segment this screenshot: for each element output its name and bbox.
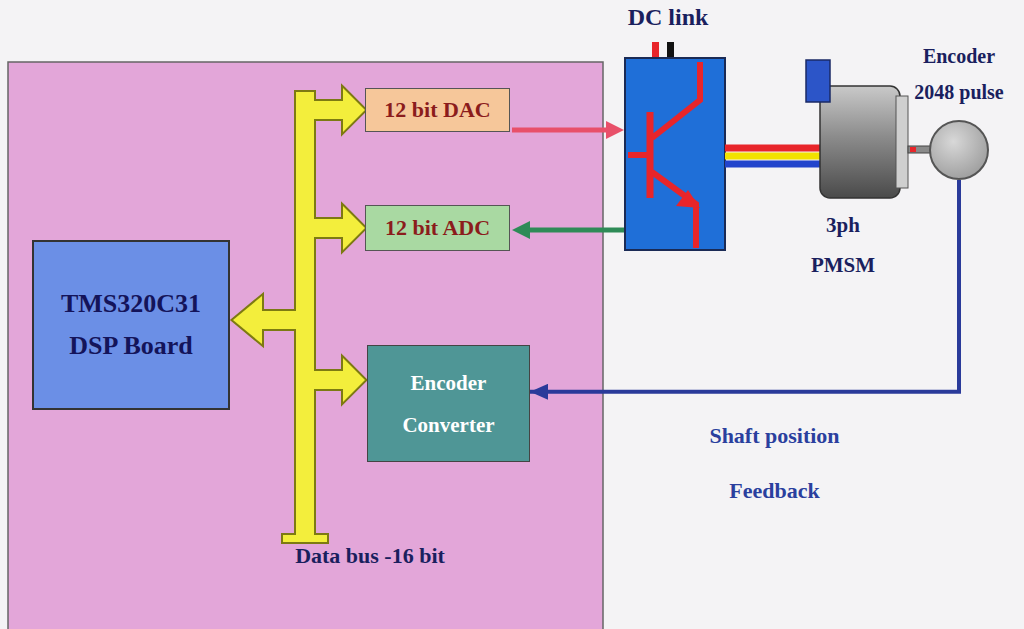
node-text: 3ph PMSM: [798, 205, 888, 285]
arrowhead: [512, 221, 530, 239]
dc-link-label: DC link: [628, 4, 709, 31]
adc-box: 12 bit ADC: [365, 205, 510, 251]
arrowhead: [606, 121, 624, 139]
motor-drawing: [806, 60, 934, 198]
data-bus-fill: [233, 88, 365, 542]
encoder-disc: [929, 120, 989, 180]
board-panel: [8, 62, 603, 629]
adc-signal-arrow: [512, 221, 624, 239]
data-bus: [233, 88, 365, 542]
motor-body: [820, 86, 900, 198]
encoder-converter-box: Encoder Converter: [367, 345, 530, 462]
shaft-mark: [910, 147, 916, 152]
transistor-emitter: [652, 172, 696, 248]
phase-wire: [725, 145, 822, 152]
dac-signal-arrow: [512, 121, 624, 139]
transistor-collector: [652, 62, 700, 138]
emitter-arrow: [676, 190, 700, 208]
edge-label: Shaft position Feedback: [685, 408, 865, 518]
node-text: Encoder 2048 pulse: [901, 38, 1017, 110]
signal-line: [528, 228, 624, 233]
phase-wire: [725, 153, 822, 160]
inverter: [625, 58, 725, 250]
motor-connector: [806, 60, 830, 102]
node-text: TMS320C31 DSP Board: [61, 283, 201, 367]
motor-label-block: 3ph PMSM: [795, 205, 891, 285]
data-bus-outline: [233, 88, 365, 542]
data-bus-label: Data bus -16 bit: [295, 543, 445, 569]
phase-wires: [725, 148, 822, 164]
inverter-box: [625, 58, 725, 250]
node-text: 12 bit DAC: [384, 97, 490, 123]
feedback-wire: [530, 180, 959, 392]
encoder-block: Encoder 2048 pulse: [900, 38, 1018, 180]
motor-end-plate: [896, 96, 908, 188]
node-text: 12 bit ADC: [385, 215, 490, 241]
transistor-gate: [628, 152, 650, 158]
dsp-board-box: TMS320C31 DSP Board: [32, 240, 230, 410]
phase-wire: [725, 161, 822, 168]
node-text: Encoder Converter: [402, 362, 494, 446]
signal-line: [512, 128, 608, 133]
dac-box: 12 bit DAC: [365, 88, 510, 132]
